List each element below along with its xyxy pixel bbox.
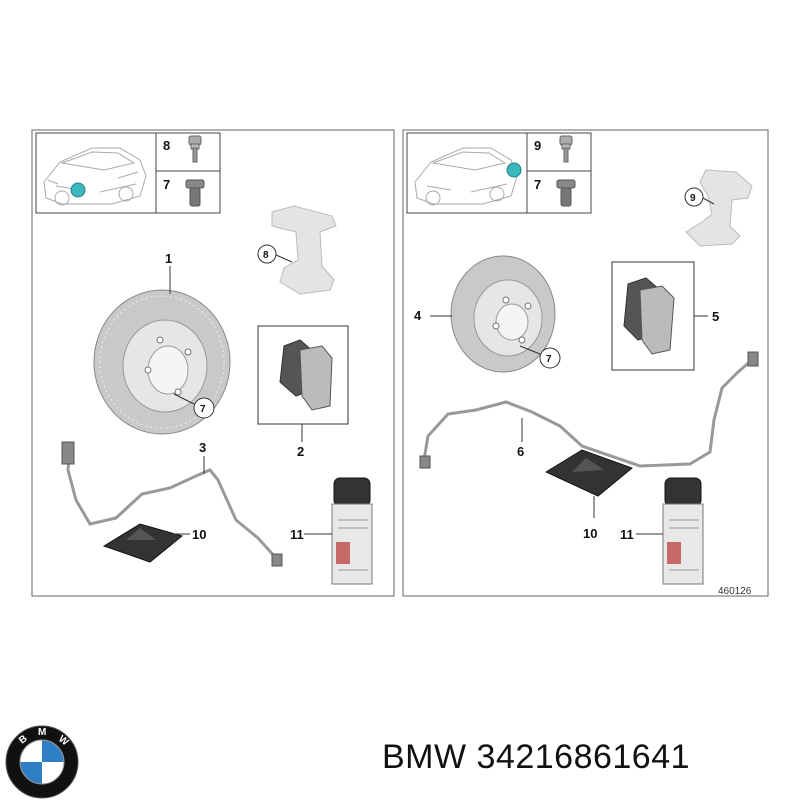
inset-number-9: 9	[534, 138, 541, 153]
callout-2: 2	[297, 444, 304, 459]
brake-pads-5: 5	[611, 261, 719, 371]
callout-8: 8	[263, 250, 269, 261]
highlight-marker	[70, 182, 86, 198]
reference-number: 460126	[718, 586, 752, 597]
spray-can-11-left: 11	[290, 477, 373, 585]
callout-10-left: 10	[192, 527, 206, 542]
callout-11-left: 11	[290, 527, 304, 542]
callout-5: 5	[712, 309, 719, 324]
inset-number-8: 8	[163, 138, 170, 153]
callout-7-left: 7	[200, 404, 206, 415]
callout-7-right: 7	[546, 354, 552, 365]
caliper-carrier-9: 9	[684, 169, 753, 247]
callout-3: 3	[199, 440, 206, 455]
screw-icon	[556, 179, 576, 207]
panel-right: 9 7 9	[402, 129, 769, 597]
wear-sensor-3: 3	[61, 440, 283, 567]
bmw-logo: B M W	[5, 725, 79, 799]
callout-6: 6	[517, 444, 524, 459]
inset-box-right: 9 7	[406, 132, 592, 214]
part-number-label: BMW 34216861641	[382, 738, 691, 776]
callout-10-right: 10	[583, 526, 597, 541]
brake-disc-1: 1 7	[93, 251, 231, 435]
callout-9: 9	[690, 193, 696, 204]
bolt-icon	[188, 135, 202, 163]
bolt-icon	[559, 135, 573, 163]
callout-4: 4	[414, 308, 422, 323]
inset-number-7: 7	[163, 177, 170, 192]
brake-disc-4: 4 7	[414, 255, 561, 373]
callout-1: 1	[165, 251, 172, 266]
wear-sensor-6: 6	[419, 351, 759, 469]
grease-pack-10-right: 10	[544, 449, 633, 541]
screw-icon	[185, 179, 205, 207]
brake-pads-2: 2	[257, 325, 349, 459]
highlight-marker	[506, 162, 522, 178]
callout-11-right: 11	[620, 527, 634, 542]
inset-number-7: 7	[534, 177, 541, 192]
inset-box-left: 8 7	[35, 132, 221, 214]
grease-pack-10: 10	[102, 523, 206, 563]
spray-can-11-right: 11	[620, 477, 704, 585]
panel-left: 8 7 8	[31, 129, 395, 597]
svg-text:M: M	[38, 727, 46, 738]
caliper-carrier-8: 8	[257, 205, 337, 295]
